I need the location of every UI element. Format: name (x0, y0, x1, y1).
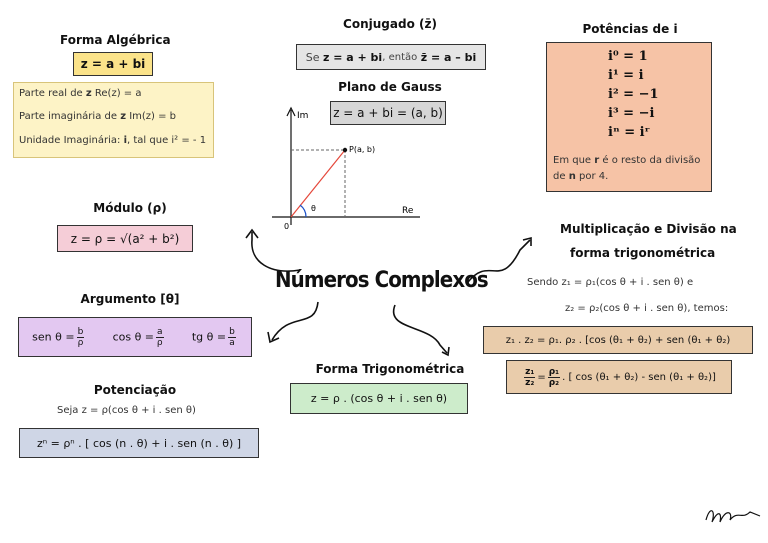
theta-label: θ (311, 204, 316, 213)
multiplicacao-formula: z₁ . z₂ = ρ₁. ρ₂ . [cos (θ₁ + θ₂) + sen … (483, 326, 753, 354)
forma-algebrica-formula: z = a + bi (73, 52, 153, 76)
modulo-title: Módulo (ρ) (93, 201, 167, 215)
conjugado-formula-box: Se z = a + bi, então z̄ = a – bi (296, 44, 486, 70)
forma-trigonometrica-title: Forma Trigonométrica (315, 362, 465, 376)
modulo-formula: z = ρ = √(a² + b²) (57, 225, 193, 252)
radius-line (290, 149, 346, 218)
re-label: Re (402, 206, 414, 216)
conjugado-title: Conjugado (z̄) (343, 17, 437, 31)
arrowhead-argumento (267, 331, 280, 344)
unidade-imaginaria: Unidade Imaginária: i, tal que i² = - 1 (19, 135, 207, 146)
potencias-title: Potências de i (582, 22, 678, 36)
potenciacao-seja: Seja z = ρ(cos θ + i . sen θ) (57, 405, 196, 416)
im-axis-arrow (286, 106, 296, 117)
potencia-row-3: i³ = −i (608, 106, 655, 121)
forma-algebrica-title: Forma Algébrica (60, 33, 171, 47)
potencias-note: Em que r é o resto da divisão de n por 4… (553, 155, 701, 182)
argumento-title: Argumento [θ] (80, 292, 180, 306)
forma-trigonometrica-formula: z = ρ . (cos θ + i . sen θ) (290, 383, 468, 414)
point-label: P(a, b) (349, 145, 375, 154)
plano-gauss-title: Plano de Gauss (338, 80, 442, 94)
potencias-rows: i⁰ = 1 i¹ = i i² = −1 i³ = −i iⁿ = iʳ (608, 47, 659, 142)
signature (705, 510, 761, 523)
potencia-row-4: iⁿ = iʳ (608, 125, 650, 140)
potencia-row-2: i² = −1 (608, 87, 659, 102)
point-p (342, 147, 348, 153)
arrowhead-trigonometrica (441, 346, 450, 357)
potencia-row-1: i¹ = i (608, 68, 644, 83)
forma-algebrica-panel (13, 82, 214, 158)
im-label: Im (297, 111, 308, 121)
connector-argumento (271, 301, 319, 341)
potencia-row-0: i⁰ = 1 (608, 49, 648, 64)
connector-multiplicacao (467, 239, 531, 283)
multiplicacao-title-1: Multiplicação e Divisão na (560, 222, 737, 236)
theta-arc (299, 204, 307, 218)
origin-label: 0 (284, 222, 289, 231)
potenciacao-formula: zⁿ = ρⁿ . [ cos (n . θ) + i . sen (n . θ… (19, 428, 259, 458)
arrowhead-multiplicacao (522, 236, 532, 246)
parte-imaginaria: Parte imaginária de z Im(z) = b (19, 111, 177, 122)
connector-modulo (251, 232, 301, 272)
arrowhead-modulo (245, 228, 259, 239)
potencias-panel (546, 42, 712, 192)
multiplicacao-line-2: z₂ = ρ₂(cos θ + i . sen θ), temos: (565, 303, 729, 314)
central-title: Números Complexos (275, 268, 489, 293)
potenciacao-title: Potenciação (93, 383, 177, 397)
plano-gauss-formula: z = a + bi = (a, b) (330, 101, 446, 125)
connector-trigonometrica (392, 304, 448, 354)
parte-real: Parte real de z Re(z) = a (19, 88, 142, 99)
multiplicacao-title-2: forma trigonométrica (570, 246, 716, 260)
multiplicacao-line-1: Sendo z₁ = ρ₁(cos θ + i . sen θ) e (527, 277, 694, 288)
